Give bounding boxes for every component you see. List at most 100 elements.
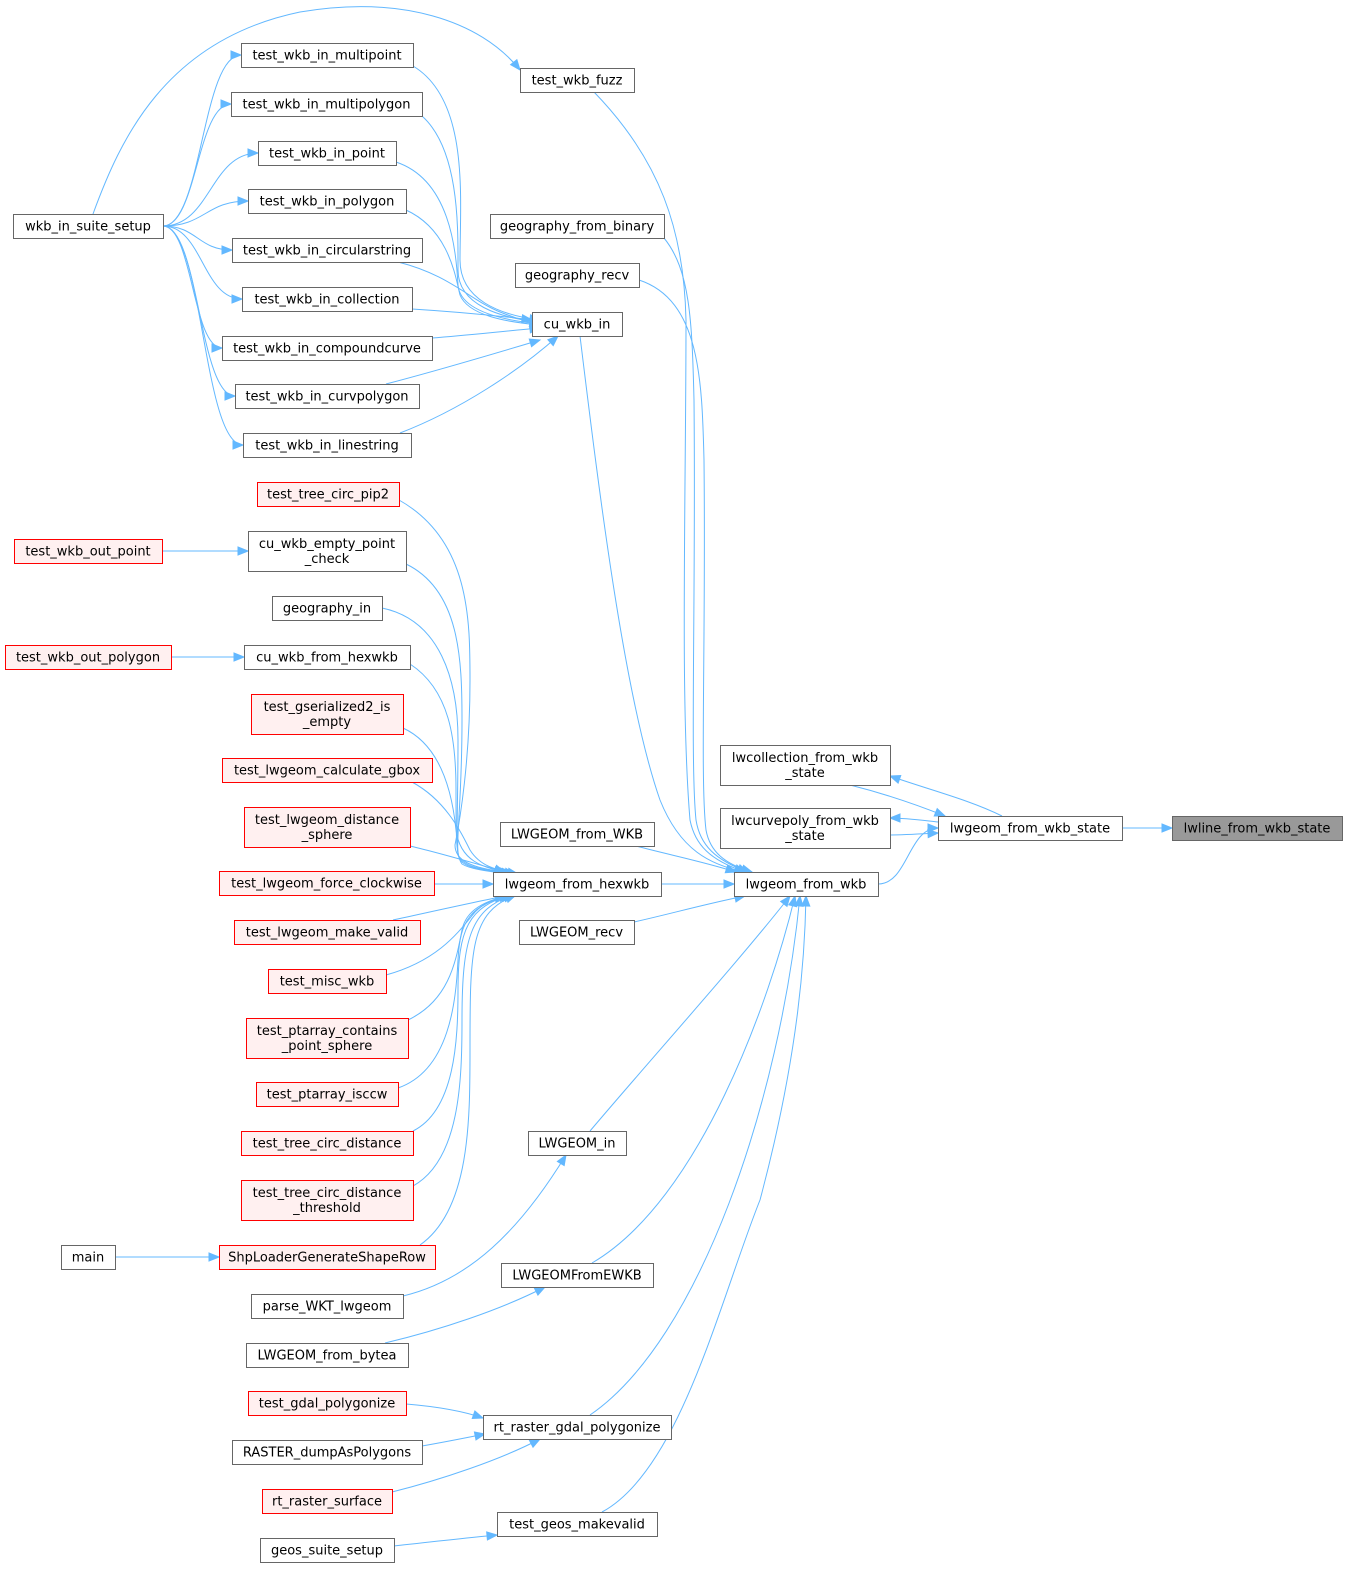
- node-LWGEOM_from_WKB[interactable]: LWGEOM_from_WKB: [500, 822, 655, 847]
- node-label: test_misc_wkb: [280, 975, 375, 990]
- node-LWGEOMFromEWKB[interactable]: LWGEOMFromEWKB: [501, 1263, 654, 1288]
- node-label: test_lwgeom_calculate_gbox: [234, 764, 420, 779]
- node-LWGEOM_in[interactable]: LWGEOM_in: [528, 1131, 627, 1156]
- node-test_gserialized2_is_empty[interactable]: test_gserialized2_is_empty: [251, 694, 404, 735]
- edge-test_gdal_polygonize-to-rt_raster_gdal_polygonize: [405, 1403, 485, 1420]
- edge-wkb_in_suite_setup-to-test_wkb_in_linestring: [162, 225, 245, 450]
- edge-lwgeom_from_hexwkb-to-lwgeom_from_wkb: [661, 879, 736, 889]
- edge-test_wkb_in_compoundcurve-to-cu_wkb_in: [431, 324, 542, 339]
- node-ShpLoaderGenerateShapeRow[interactable]: ShpLoaderGenerateShapeRow: [219, 1245, 436, 1270]
- edge-test_lwgeom_force_clockwise-to-lwgeom_from_hexwkb: [434, 879, 495, 889]
- node-geography_recv[interactable]: geography_recv: [515, 263, 640, 288]
- node-main[interactable]: main: [61, 1245, 116, 1270]
- node-test_wkb_in_multipolygon[interactable]: test_wkb_in_multipolygon: [231, 92, 423, 117]
- node-cu_wkb_empty_point_check[interactable]: cu_wkb_empty_point_check: [248, 531, 407, 572]
- node-test_wkb_in_linestring[interactable]: test_wkb_in_linestring: [243, 433, 412, 458]
- node-label: test_lwgeom_make_valid: [246, 926, 408, 941]
- edge-rt_raster_gdal_polygonize-to-lwgeom_from_wkb: [589, 894, 804, 1416]
- node-label: test_tree_circ_pip2: [267, 488, 389, 503]
- node-test_wkb_fuzz[interactable]: test_wkb_fuzz: [520, 68, 635, 93]
- node-test_lwgeom_calculate_gbox[interactable]: test_lwgeom_calculate_gbox: [222, 758, 433, 783]
- node-wkb_in_suite_setup[interactable]: wkb_in_suite_setup: [13, 214, 164, 239]
- node-test_lwgeom_distance_sphere[interactable]: test_lwgeom_distance_sphere: [244, 807, 411, 848]
- node-label: wkb_in_suite_setup: [25, 220, 151, 235]
- node-lwgeom_from_wkb[interactable]: lwgeom_from_wkb: [734, 872, 879, 897]
- node-test_lwgeom_force_clockwise[interactable]: test_lwgeom_force_clockwise: [219, 871, 435, 896]
- node-label: test_wkb_in_point: [269, 147, 385, 162]
- edge-LWGEOM_from_bytea-to-LWGEOMFromEWKB: [384, 1286, 547, 1344]
- node-rt_raster_gdal_polygonize[interactable]: rt_raster_gdal_polygonize: [483, 1415, 672, 1440]
- node-label: _empty: [302, 715, 352, 730]
- edge-cu_wkb_empty_point_check-to-lwgeom_from_hexwkb: [405, 563, 512, 877]
- node-cu_wkb_from_hexwkb[interactable]: cu_wkb_from_hexwkb: [244, 645, 411, 670]
- node-label: test_geos_makevalid: [509, 1518, 645, 1533]
- node-label: test_wkb_in_multipoint: [252, 49, 401, 64]
- node-test_gdal_polygonize[interactable]: test_gdal_polygonize: [248, 1391, 407, 1416]
- node-label: test_gserialized2_is: [264, 700, 391, 715]
- node-label: lwcollection_from_wkb: [732, 751, 878, 766]
- node-lwcurvepoly_from_wkb_state[interactable]: lwcurvepoly_from_wkb_state: [720, 808, 891, 849]
- node-lwline_from_wkb_state[interactable]: lwline_from_wkb_state: [1172, 816, 1343, 841]
- node-label: lwgeom_from_hexwkb: [505, 878, 649, 893]
- node-test_lwgeom_make_valid[interactable]: test_lwgeom_make_valid: [234, 920, 421, 945]
- node-test_wkb_in_curvpolygon[interactable]: test_wkb_in_curvpolygon: [235, 384, 420, 409]
- node-label: _state: [784, 829, 824, 844]
- node-test_ptarray_contains_point_sphere[interactable]: test_ptarray_contains_point_sphere: [246, 1018, 409, 1059]
- edge-lwgeom_from_wkb_state-to-lwcurvepoly_from_wkb_state: [888, 813, 939, 823]
- edge-cu_wkb_in-to-lwgeom_from_wkb: [579, 335, 747, 875]
- node-test_wkb_in_multipoint[interactable]: test_wkb_in_multipoint: [241, 43, 414, 68]
- node-lwgeom_from_wkb_state[interactable]: lwgeom_from_wkb_state: [938, 816, 1123, 841]
- node-label: test_tree_circ_distance: [253, 1137, 402, 1152]
- node-lwgeom_from_hexwkb[interactable]: lwgeom_from_hexwkb: [493, 872, 662, 897]
- node-test_wkb_out_point[interactable]: test_wkb_out_point: [14, 539, 163, 564]
- node-test_wkb_in_collection[interactable]: test_wkb_in_collection: [242, 287, 413, 312]
- node-label: test_wkb_in_polygon: [260, 195, 395, 210]
- node-label: rt_raster_gdal_polygonize: [494, 1421, 661, 1436]
- node-rt_raster_surface[interactable]: rt_raster_surface: [262, 1489, 393, 1514]
- node-test_tree_circ_distance[interactable]: test_tree_circ_distance: [241, 1131, 414, 1156]
- node-label: lwcurvepoly_from_wkb: [731, 814, 879, 829]
- node-label: test_gdal_polygonize: [259, 1397, 395, 1412]
- node-test_ptarray_isccw[interactable]: test_ptarray_isccw: [256, 1082, 399, 1107]
- node-test_wkb_in_polygon[interactable]: test_wkb_in_polygon: [248, 189, 407, 214]
- node-label: parse_WKT_lwgeom: [263, 1300, 392, 1315]
- edge-test_gserialized2_is_empty-to-lwgeom_from_hexwkb: [402, 727, 517, 877]
- node-RASTER_dumpAsPolygons[interactable]: RASTER_dumpAsPolygons: [232, 1440, 423, 1465]
- node-label: test_wkb_in_circularstring: [243, 244, 411, 259]
- node-cu_wkb_in[interactable]: cu_wkb_in: [532, 312, 623, 337]
- node-label: test_lwgeom_force_clockwise: [231, 877, 422, 892]
- node-label: _point_sphere: [281, 1039, 372, 1054]
- node-test_wkb_in_circularstring[interactable]: test_wkb_in_circularstring: [232, 238, 423, 263]
- node-test_wkb_in_compoundcurve[interactable]: test_wkb_in_compoundcurve: [222, 336, 433, 361]
- node-test_tree_circ_pip2[interactable]: test_tree_circ_pip2: [257, 482, 400, 507]
- node-parse_WKT_lwgeom[interactable]: parse_WKT_lwgeom: [251, 1294, 404, 1319]
- node-label: LWGEOM_in: [539, 1137, 616, 1152]
- edge-test_lwgeom_make_valid-to-lwgeom_from_hexwkb: [392, 893, 507, 921]
- node-lwcollection_from_wkb_state[interactable]: lwcollection_from_wkb_state: [720, 745, 891, 786]
- node-geography_in[interactable]: geography_in: [272, 596, 383, 621]
- node-geos_suite_setup[interactable]: geos_suite_setup: [260, 1538, 395, 1563]
- edge-wkb_in_suite_setup-to-test_wkb_in_multipolygon: [162, 99, 233, 227]
- node-LWGEOM_from_bytea[interactable]: LWGEOM_from_bytea: [246, 1343, 409, 1368]
- node-label: lwgeom_from_wkb: [746, 878, 867, 893]
- node-label: test_wkb_in_linestring: [255, 439, 399, 454]
- node-label: _state: [784, 766, 824, 781]
- edge-RASTER_dumpAsPolygons-to-rt_raster_gdal_polygonize: [421, 1431, 487, 1447]
- edge-main-to-ShpLoaderGenerateShapeRow: [115, 1252, 221, 1262]
- node-label: test_wkb_in_compoundcurve: [233, 342, 421, 357]
- edge-test_wkb_out_polygon-to-cu_wkb_from_hexwkb: [171, 652, 246, 662]
- node-test_geos_makevalid[interactable]: test_geos_makevalid: [497, 1512, 658, 1537]
- node-label: test_wkb_in_curvpolygon: [245, 390, 408, 405]
- node-test_tree_circ_distance_threshold[interactable]: test_tree_circ_distance_threshold: [241, 1180, 414, 1221]
- edge-LWGEOMFromEWKB-to-lwgeom_from_wkb: [591, 894, 798, 1264]
- node-geography_from_binary[interactable]: geography_from_binary: [490, 214, 665, 239]
- node-label: geography_from_binary: [500, 220, 655, 235]
- node-test_misc_wkb[interactable]: test_misc_wkb: [268, 969, 387, 994]
- node-LWGEOM_recv[interactable]: LWGEOM_recv: [519, 920, 635, 945]
- node-test_wkb_out_polygon[interactable]: test_wkb_out_polygon: [5, 645, 172, 670]
- node-label: LWGEOM_recv: [530, 926, 623, 941]
- node-test_wkb_in_point[interactable]: test_wkb_in_point: [258, 141, 397, 166]
- node-label: _threshold: [292, 1201, 361, 1216]
- node-label: lwgeom_from_wkb_state: [950, 822, 1110, 837]
